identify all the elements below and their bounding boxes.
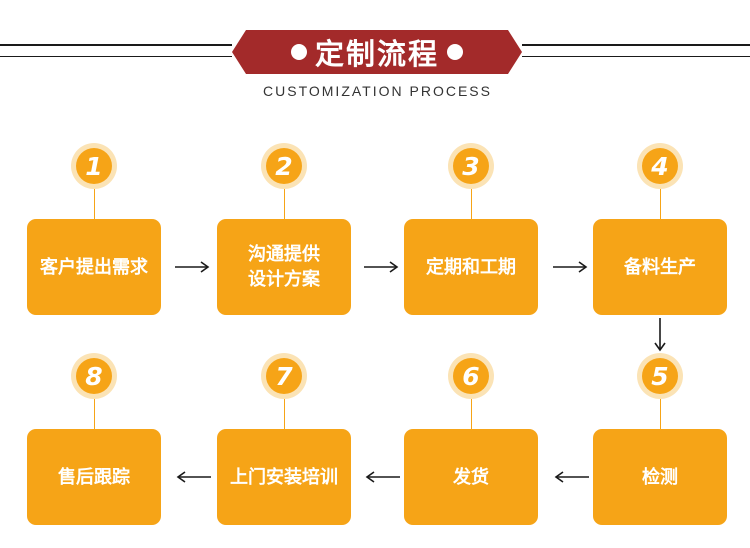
step-connector bbox=[660, 189, 661, 219]
step-number: 8 bbox=[76, 358, 112, 394]
step-box: 客户提出需求 bbox=[27, 219, 161, 315]
step-box: 发货 bbox=[404, 429, 538, 525]
step-number: 3 bbox=[453, 148, 489, 184]
step-box: 备料生产 bbox=[593, 219, 727, 315]
step-number-badge: 4 bbox=[637, 143, 683, 189]
arrow-right-icon bbox=[553, 261, 588, 273]
title-bullet-right-icon bbox=[447, 44, 463, 60]
arrow-left-icon bbox=[365, 471, 400, 483]
step-box: 售后跟踪 bbox=[27, 429, 161, 525]
title-banner-shape bbox=[232, 30, 522, 74]
step-number-badge: 3 bbox=[448, 143, 494, 189]
header-rule-left-bottom bbox=[0, 56, 232, 57]
step-label: 发货 bbox=[453, 466, 489, 488]
step-number: 1 bbox=[76, 148, 112, 184]
step-label: 备料生产 bbox=[624, 256, 696, 278]
step-box: 上门安装培训 bbox=[217, 429, 351, 525]
step-number: 5 bbox=[642, 358, 678, 394]
title-bullet-left-icon bbox=[290, 44, 307, 60]
arrow-left-icon bbox=[176, 471, 211, 483]
step-number-badge: 8 bbox=[71, 353, 117, 399]
step-box: 检测 bbox=[593, 429, 727, 525]
step-label: 上门安装培训 bbox=[230, 466, 338, 488]
header-rule-right-bottom bbox=[522, 56, 750, 57]
step-number-badge: 1 bbox=[71, 143, 117, 189]
header-rule-left-top bbox=[0, 44, 232, 46]
step-label: 定期和工期 bbox=[426, 256, 516, 278]
step-label-line2: 设计方案 bbox=[248, 269, 320, 290]
step-number: 7 bbox=[266, 358, 302, 394]
step-connector bbox=[660, 399, 661, 429]
step-number: 2 bbox=[266, 148, 302, 184]
step-label: 客户提出需求 bbox=[40, 256, 148, 278]
step-connector bbox=[284, 189, 285, 219]
step-number-badge: 5 bbox=[637, 353, 683, 399]
header-rule-right-top bbox=[522, 44, 750, 46]
page-title-text: 定制流程 bbox=[314, 37, 439, 71]
step-number: 6 bbox=[453, 358, 489, 394]
arrow-down-icon bbox=[654, 318, 666, 352]
step-number-badge: 6 bbox=[448, 353, 494, 399]
step-number: 4 bbox=[642, 148, 678, 184]
arrow-right-icon bbox=[364, 261, 399, 273]
step-connector bbox=[471, 399, 472, 429]
title-banner bbox=[232, 30, 522, 74]
step-number-badge: 2 bbox=[261, 143, 307, 189]
step-label: 沟通提供 bbox=[248, 244, 320, 265]
step-connector bbox=[94, 189, 95, 219]
step-number-badge: 7 bbox=[261, 353, 307, 399]
step-label: 检测 bbox=[642, 466, 678, 488]
step-box: 定期和工期 bbox=[404, 219, 538, 315]
step-label: 售后跟踪 bbox=[58, 466, 130, 488]
arrow-left-icon bbox=[554, 471, 589, 483]
step-connector bbox=[284, 399, 285, 429]
arrow-right-icon bbox=[175, 261, 210, 273]
step-connector bbox=[471, 189, 472, 219]
page-subtitle: CUSTOMIZATION PROCESS bbox=[263, 83, 492, 99]
page-title: 定制流程 bbox=[232, 30, 522, 74]
step-connector bbox=[94, 399, 95, 429]
step-box: 沟通提供设计方案 bbox=[217, 219, 351, 315]
